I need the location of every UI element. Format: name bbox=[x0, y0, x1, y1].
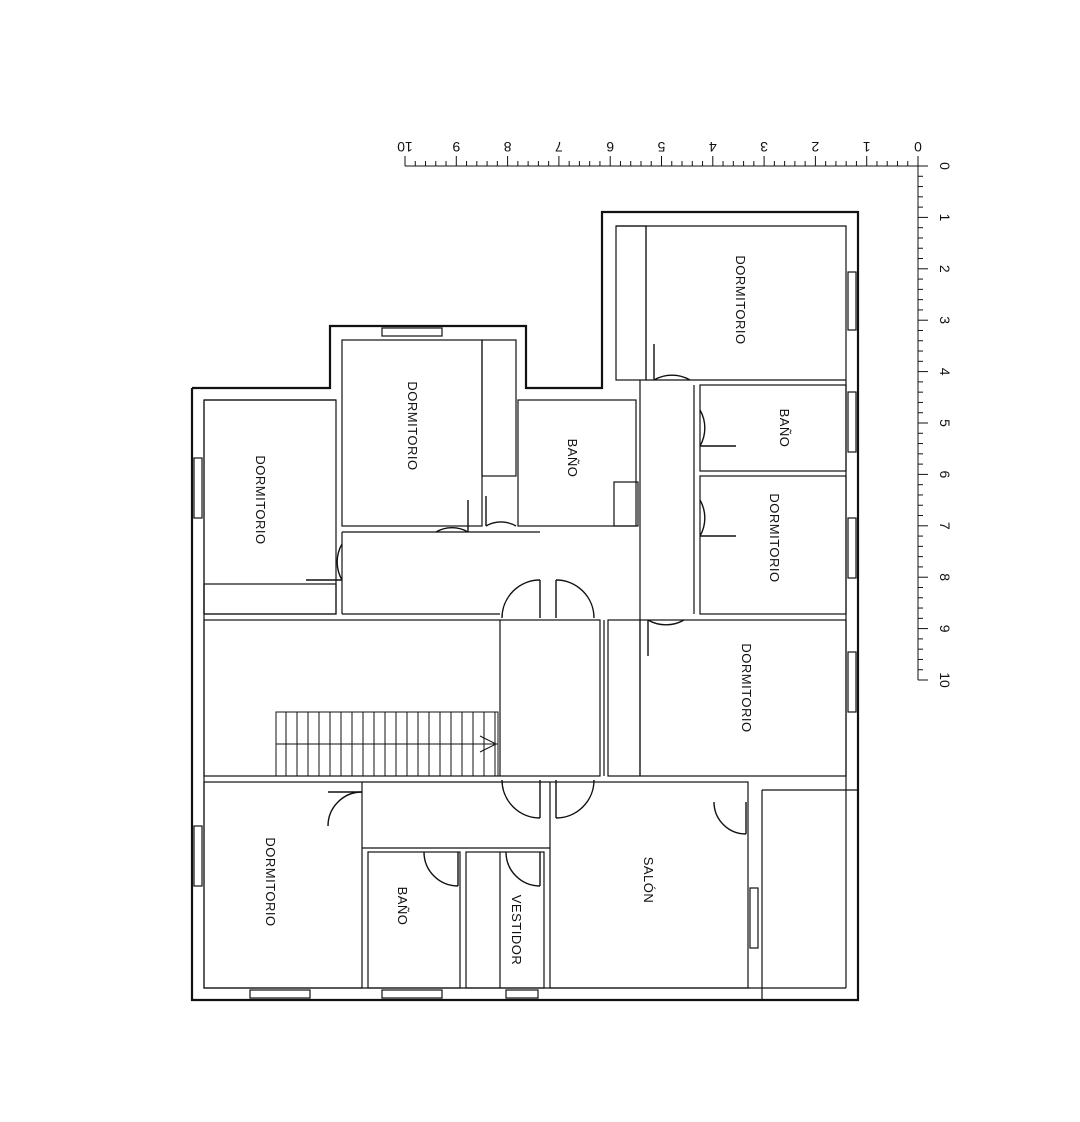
scale-horizontal: 0 1 2 3 4 5 6 7 8 9 10 bbox=[397, 139, 922, 167]
stairs bbox=[275, 711, 499, 777]
scale-label: 1 bbox=[937, 214, 953, 222]
scale-label: 2 bbox=[937, 265, 953, 273]
scale-label: 2 bbox=[811, 139, 819, 155]
scale-label: 3 bbox=[760, 139, 768, 155]
room-label-salon: SALÓN bbox=[641, 857, 656, 904]
scale-label: 9 bbox=[937, 625, 953, 633]
scale-label: 4 bbox=[709, 139, 717, 155]
scale-label: 9 bbox=[452, 139, 460, 155]
scale-label: 6 bbox=[606, 139, 614, 155]
room-label-dorm-top-center: DORMITORIO bbox=[405, 381, 420, 470]
scale-label: 5 bbox=[937, 419, 953, 427]
scale-label: 10 bbox=[397, 139, 413, 155]
scale-label: 5 bbox=[657, 139, 665, 155]
scale-label: 6 bbox=[937, 471, 953, 479]
scale-label: 0 bbox=[937, 162, 953, 170]
room-label-dorm-mid-right: DORMITORIO bbox=[767, 493, 782, 582]
scale-label: 8 bbox=[937, 573, 953, 581]
room-labels: DORMITORIO BAÑO DORMITORIO DORMITORIO DO… bbox=[253, 255, 792, 965]
scale-label: 7 bbox=[937, 522, 953, 530]
interior-walls bbox=[203, 225, 847, 989]
room-label-bano-right: BAÑO bbox=[777, 409, 792, 448]
windows bbox=[193, 271, 857, 999]
scale-label: 3 bbox=[937, 316, 953, 324]
room-label-dorm-lower-right: DORMITORIO bbox=[739, 643, 754, 732]
scale-label: 10 bbox=[937, 672, 953, 688]
scale-label: 1 bbox=[863, 139, 871, 155]
room-label-vestidor: VESTIDOR bbox=[509, 895, 524, 965]
scale-vertical: 0 1 2 3 4 5 6 7 8 9 10 bbox=[917, 162, 953, 688]
room-label-dorm-left: DORMITORIO bbox=[253, 455, 268, 544]
scale-label: 4 bbox=[937, 368, 953, 376]
room-label-dorm-top-right: DORMITORIO bbox=[733, 255, 748, 344]
scale-label: 0 bbox=[914, 139, 922, 155]
room-label-bano-bottom: BAÑO bbox=[395, 887, 410, 926]
doors bbox=[306, 344, 747, 887]
room-label-dorm-bottom-left: DORMITORIO bbox=[263, 837, 278, 926]
room-label-bano-center: BAÑO bbox=[565, 439, 580, 478]
scale-label: 7 bbox=[555, 139, 563, 155]
outer-walls bbox=[190, 210, 860, 1002]
scale-label: 8 bbox=[503, 139, 511, 155]
